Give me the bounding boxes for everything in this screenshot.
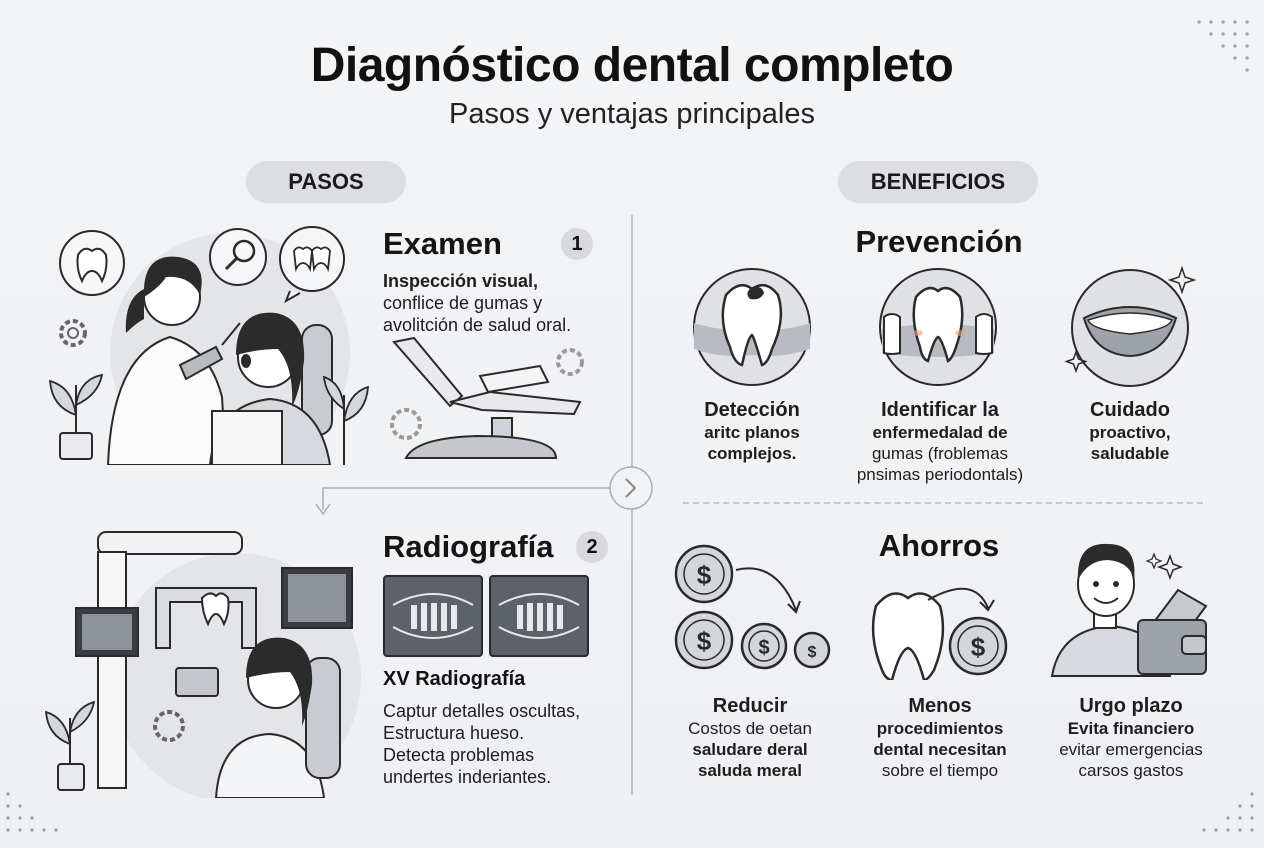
savings-title: Ahorros — [878, 528, 1000, 563]
coin-symbol: $ — [971, 632, 986, 662]
benefit-line: Evita financiero — [1067, 719, 1195, 738]
step-1-description: Inspección visual, conflice de gumas y a… — [383, 270, 623, 336]
step-2-description: Captur detalles oscultas, Estructura hue… — [383, 700, 623, 788]
benefit-line: Costos de oetan — [688, 719, 812, 738]
step-1-line: avolitción de salud oral. — [383, 315, 572, 335]
prevention-title: Prevención — [855, 224, 1023, 259]
step-2-number-badge: 2 — [576, 531, 608, 563]
benefit-line: complejos. — [707, 444, 797, 463]
coins-decrease-icon: $ $ $ $ — [674, 544, 831, 670]
section-label-steps: PASOS — [246, 161, 406, 203]
benefit-line: gumas (froblemas — [871, 444, 1009, 463]
dots-decoration-icon — [1197, 20, 1249, 72]
benefit-line: aritc planos — [704, 423, 800, 442]
xray-images-icon — [383, 575, 589, 657]
step-2-line: Captur detalles oscultas, — [383, 701, 581, 721]
coin-symbol: $ — [758, 637, 769, 659]
benefit-heading: Cuidado — [1090, 399, 1170, 421]
xray-illustration — [36, 528, 366, 798]
coin-symbol: $ — [697, 626, 712, 656]
benefit-line: dental necesitan — [873, 740, 1007, 759]
step-2-subheading: XV Radiografía — [383, 668, 526, 690]
dots-decoration-icon — [1202, 792, 1254, 832]
gum-disease-tooth-icon — [879, 268, 997, 386]
benefit-heading: Urgo plazo — [1079, 695, 1183, 717]
step-1-line: Inspección visual, — [383, 271, 539, 291]
tooth-to-coin-icon: $ — [871, 587, 1008, 680]
tooth-cavity-icon — [693, 268, 811, 386]
exam-illustration — [40, 215, 370, 465]
step-1-title: Examen — [383, 226, 502, 261]
step-2-line: undertes inderiantes. — [383, 767, 552, 787]
benefit-line: saludable — [1090, 444, 1170, 463]
benefit-heading: Menos — [908, 695, 972, 717]
benefit-line: procedimientos — [876, 719, 1004, 738]
prevention-item-1: Detección aritc planos complejos. — [672, 398, 832, 464]
benefit-line: evitar emergencias — [1059, 740, 1203, 759]
step-2-title: Radiografía — [383, 529, 554, 564]
benefits-divider — [683, 502, 1203, 504]
benefit-heading: Reducir — [712, 695, 788, 717]
benefit-line: proactivo, — [1089, 423, 1171, 442]
step-1-number-badge: 1 — [561, 228, 593, 260]
page-subtitle: Pasos y ventajas principales — [449, 98, 815, 130]
benefit-line: carsos gastos — [1078, 761, 1184, 780]
dental-chair-icon — [390, 336, 584, 459]
benefit-heading: Identificar la — [881, 399, 999, 421]
man-with-wallet-icon — [1050, 543, 1208, 677]
savings-item-1: Reducir Costos de oetan saludare deral s… — [660, 694, 840, 781]
step-2-line: Detecta problemas — [383, 745, 535, 765]
benefit-line: sobre el tiempo — [881, 761, 999, 780]
benefit-line: saludare deral — [692, 740, 808, 759]
prevention-item-3: Cuidado proactivo, saludable — [1050, 398, 1210, 464]
smile-icon — [1064, 265, 1197, 387]
page-title: Diagnóstico dental completo — [310, 39, 954, 92]
benefit-line: pnsimas periodontals) — [856, 465, 1024, 484]
coin-symbol: $ — [697, 560, 712, 590]
benefit-line: enfermedalad de — [872, 423, 1008, 442]
savings-item-2: Menos procedimientos dental necesitan so… — [850, 694, 1030, 781]
step-2-line: Estructura hueso. — [383, 723, 525, 743]
section-label-benefits: BENEFICIOS — [838, 161, 1038, 203]
benefit-heading: Detección — [704, 399, 800, 421]
benefit-line: saluda meral — [698, 761, 802, 780]
step-1-line: conflice de gumas y — [383, 293, 543, 313]
coin-symbol: $ — [808, 644, 817, 661]
dots-decoration-icon — [6, 792, 58, 832]
prevention-item-2: Identificar la enfermedalad de gumas (fr… — [840, 398, 1040, 485]
savings-item-3: Urgo plazo Evita financiero evitar emerg… — [1036, 694, 1226, 781]
connector-arrow-icon — [315, 466, 653, 516]
